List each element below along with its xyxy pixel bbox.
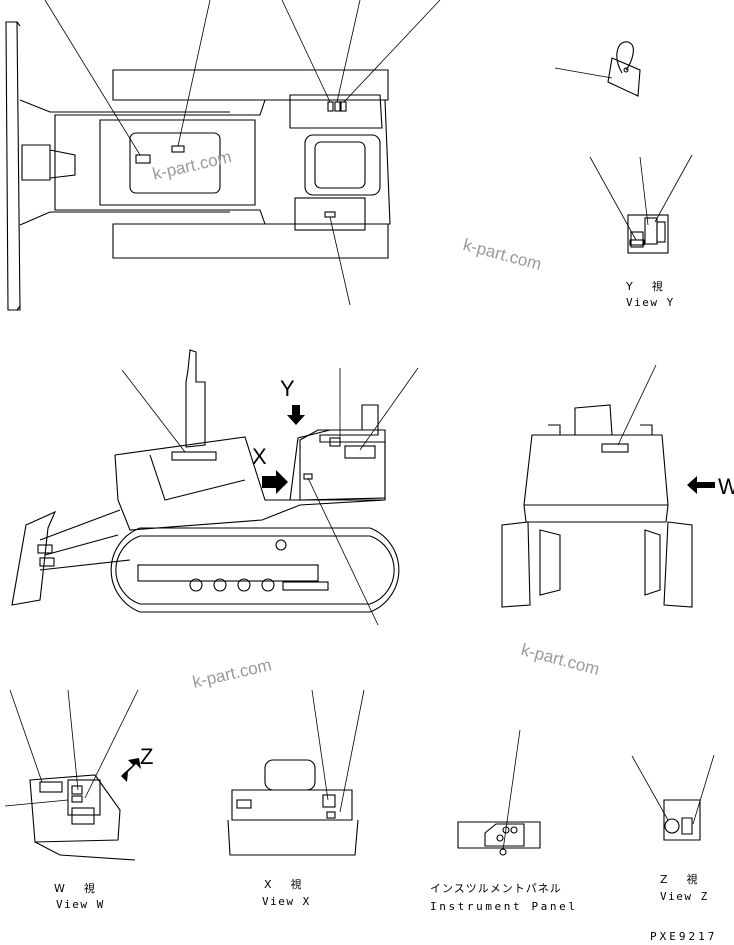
tag-detail-drawing bbox=[554, 41, 641, 97]
view-y-en: View Y bbox=[626, 296, 675, 309]
view-z-en: View Z bbox=[660, 890, 709, 903]
side-view-drawing bbox=[11, 349, 419, 626]
rear-view-drawing bbox=[501, 364, 715, 608]
view-w-drawing bbox=[4, 689, 141, 861]
view-w-jp: W 視 bbox=[54, 882, 99, 895]
instrument-panel-drawing bbox=[457, 729, 541, 856]
top-view-drawing bbox=[5, 0, 441, 311]
arrow-w-label: W bbox=[718, 474, 734, 499]
view-x-drawing bbox=[227, 689, 365, 856]
drawing-code: PXE9217 bbox=[650, 930, 718, 943]
arrow-y-label: Y bbox=[280, 376, 295, 401]
view-z-jp: Z 視 bbox=[660, 873, 702, 886]
view-y-drawing bbox=[589, 154, 693, 254]
view-y-jp: Y 視 bbox=[626, 280, 667, 293]
arrow-x-label: X bbox=[252, 444, 267, 469]
view-w-en: View W bbox=[56, 898, 105, 911]
panel-en: Instrument Panel bbox=[430, 900, 578, 913]
arrow-z-label: Z bbox=[140, 744, 154, 769]
view-x-en: View X bbox=[262, 895, 311, 908]
panel-jp: インスツルメントパネル bbox=[430, 882, 562, 895]
view-z-drawing bbox=[631, 754, 715, 841]
view-x-jp: X 視 bbox=[264, 878, 306, 891]
